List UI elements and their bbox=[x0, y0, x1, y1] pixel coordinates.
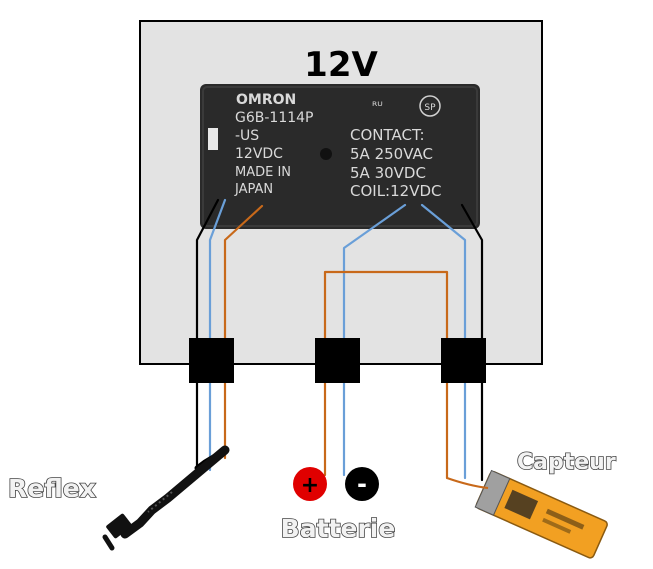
voltage-label: 12V bbox=[304, 45, 378, 85]
battery-plus-sign: + bbox=[301, 473, 319, 498]
battery-plus-icon bbox=[293, 467, 327, 501]
relay-csa-mark-icon bbox=[419, 95, 441, 117]
capteur-label: Capteur bbox=[517, 450, 616, 475]
reflex-remote-plug-icon bbox=[102, 445, 230, 551]
relay-contact-dc: 5A 30VDC bbox=[350, 164, 426, 182]
wire-blue-left bbox=[208, 198, 227, 472]
relay-csa-mark: SP bbox=[424, 103, 436, 113]
relay-hole bbox=[320, 148, 332, 160]
relay-model: G6B-1114P bbox=[235, 110, 313, 126]
relay-country: JAPAN bbox=[234, 182, 273, 197]
relay-body bbox=[200, 84, 480, 229]
connector-block-left bbox=[189, 338, 234, 383]
relay-cert: -US bbox=[235, 128, 259, 144]
relay-contact-ac: 5A 250VAC bbox=[350, 145, 433, 163]
wire-blue-coil-to-battery bbox=[342, 203, 407, 477]
capteur-cable bbox=[446, 477, 489, 489]
capteur-sensor-icon bbox=[474, 469, 608, 559]
relay-contact-title: CONTACT: bbox=[350, 126, 425, 144]
relay-notch bbox=[208, 128, 218, 150]
wire-blue-coil-to-sensor bbox=[420, 203, 467, 480]
battery-minus-icon bbox=[345, 467, 379, 501]
relay-made-in: MADE IN bbox=[235, 165, 291, 180]
battery-minus-sign: - bbox=[357, 470, 367, 498]
batterie-label: Batterie bbox=[281, 514, 396, 543]
relay-ur-mark: ᴿᵁ bbox=[372, 99, 383, 113]
relay-coil-label: COIL:12VDC bbox=[350, 182, 442, 200]
relay-coil-rating: 12VDC bbox=[235, 146, 283, 162]
connector-block-middle bbox=[315, 338, 360, 383]
connector-block-right bbox=[441, 338, 486, 383]
wire-black-right bbox=[460, 203, 484, 482]
relay-brand: OMRON bbox=[236, 92, 296, 108]
relay: OMRON G6B-1114P -US 12VDC MADE IN JAPAN … bbox=[200, 84, 480, 229]
wire-black-left bbox=[195, 198, 220, 472]
reflex-label: Reflex bbox=[8, 474, 96, 503]
wire-orange-left bbox=[223, 204, 264, 460]
